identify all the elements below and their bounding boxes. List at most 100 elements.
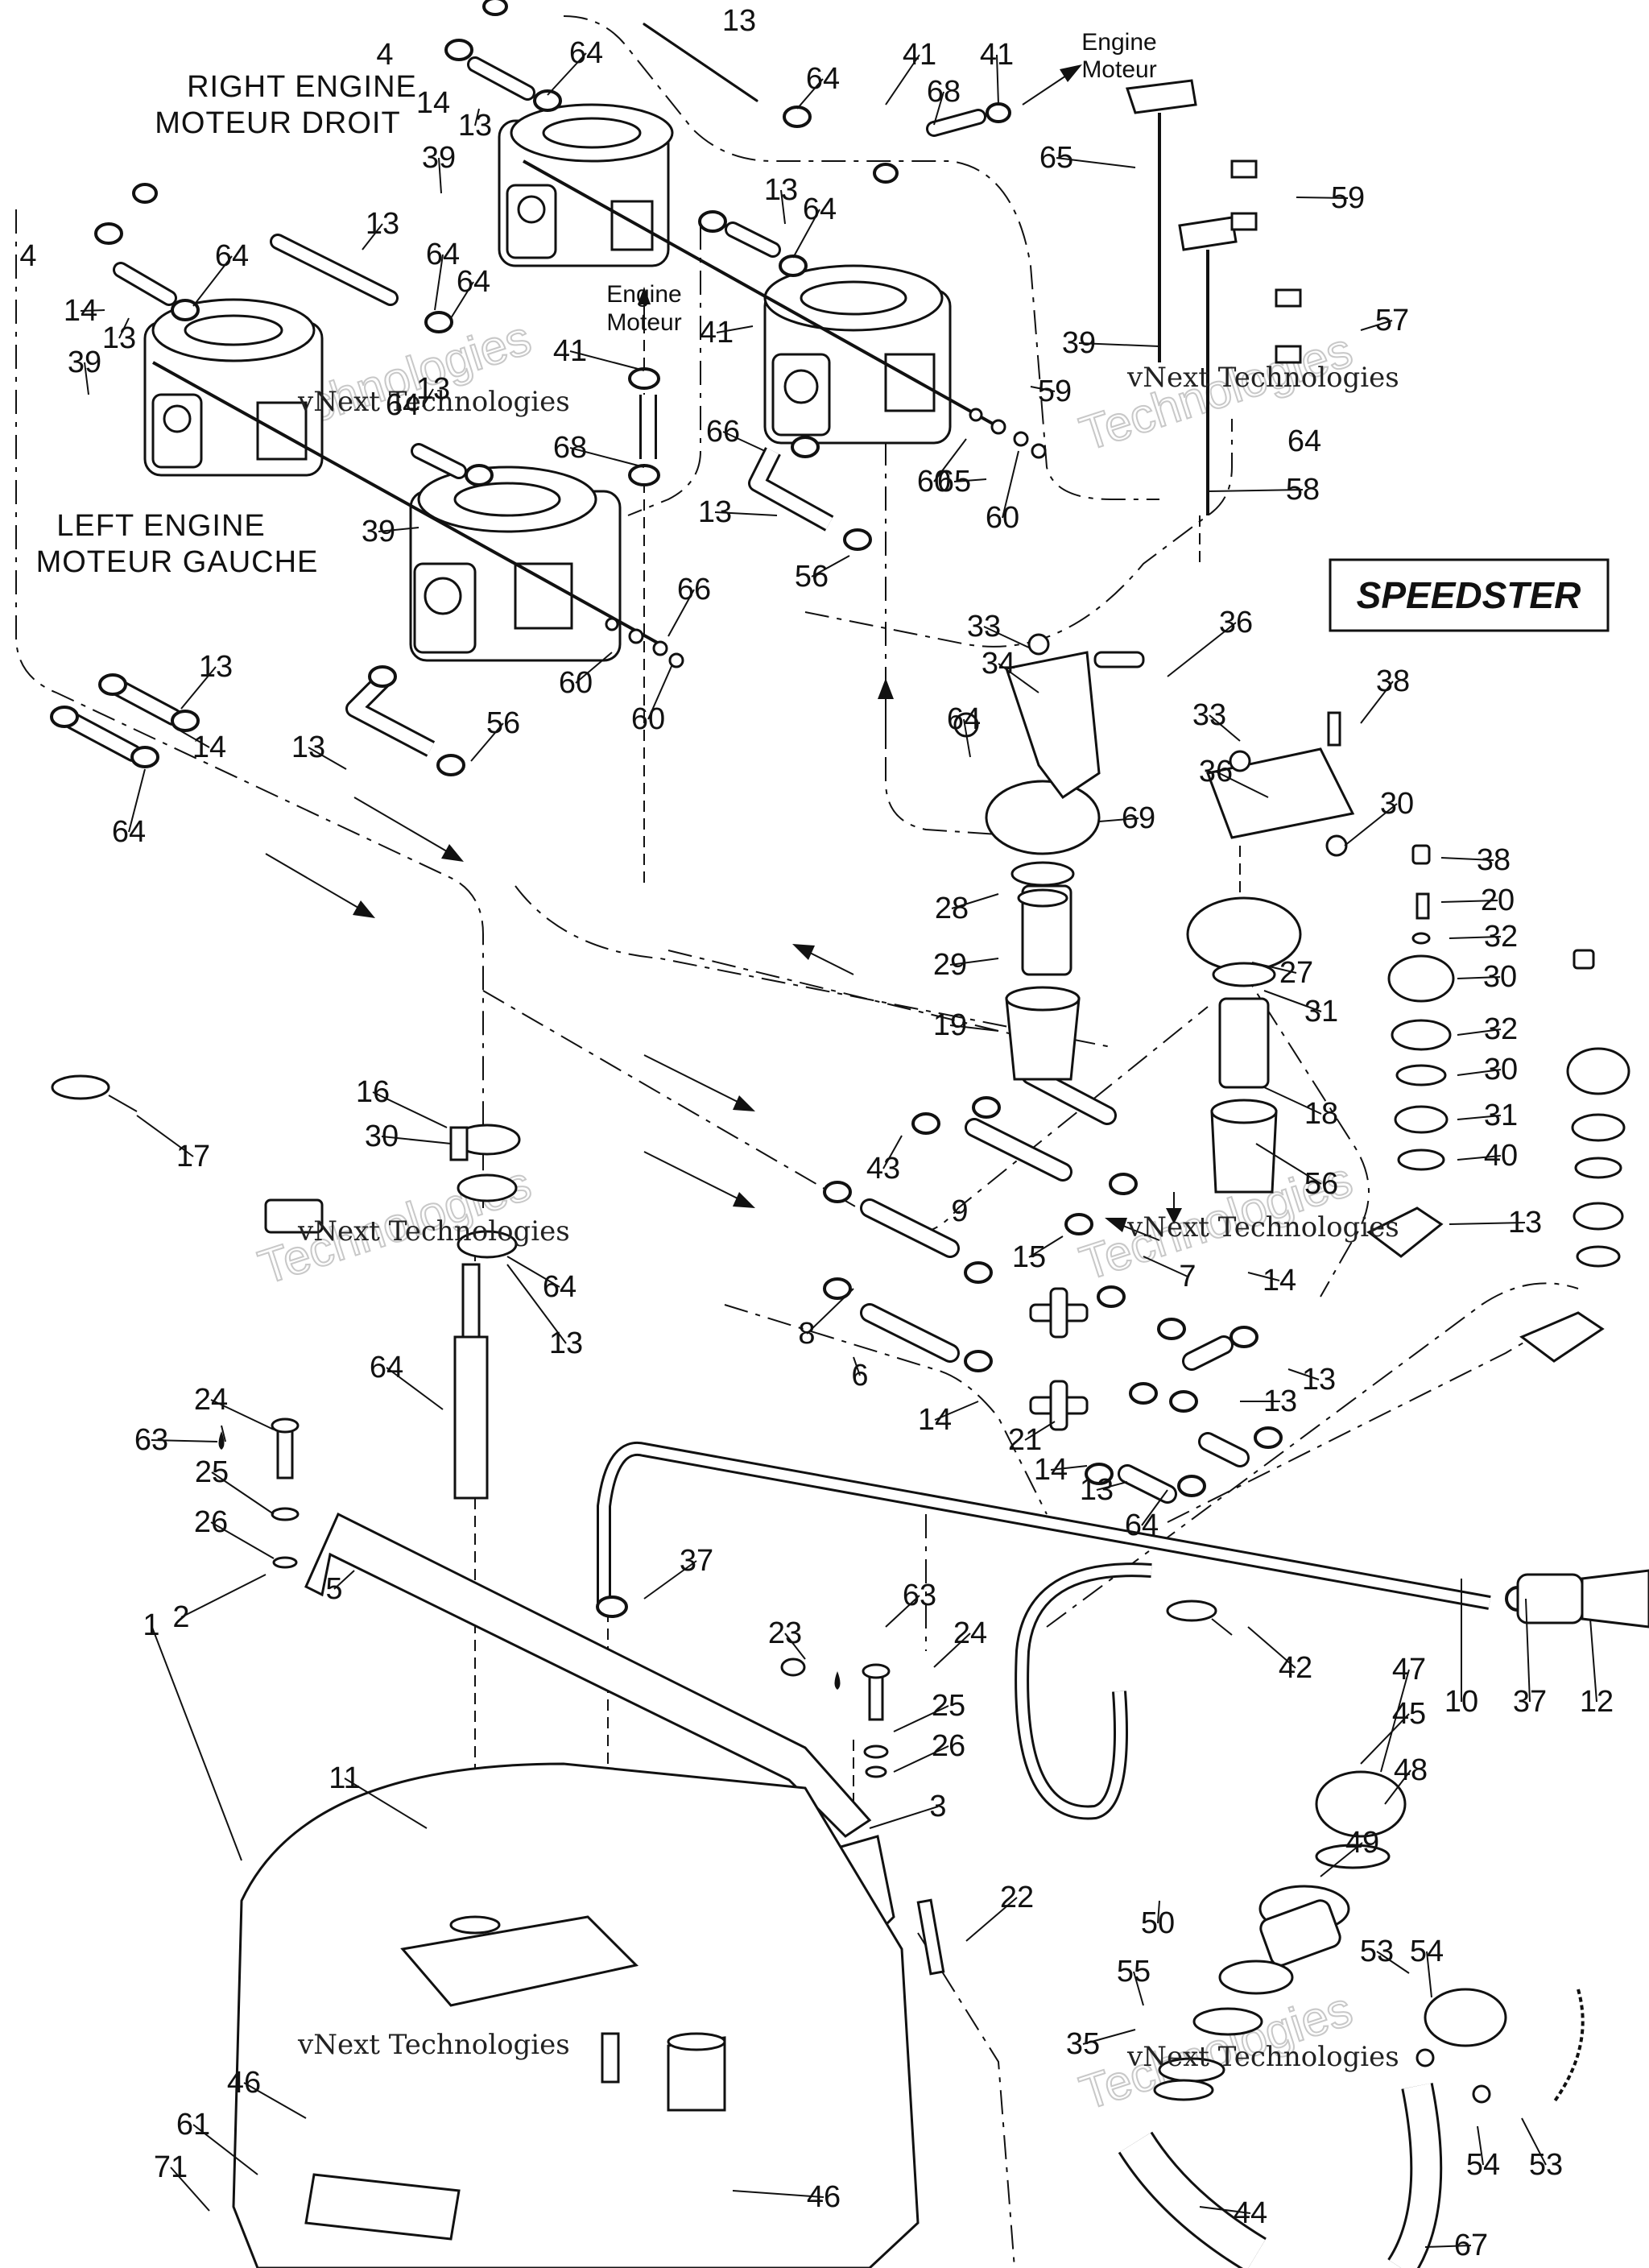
callout-leader xyxy=(1247,1272,1280,1281)
callout-number: 39 xyxy=(422,141,456,175)
right-engine-heading: RIGHT ENGINE xyxy=(187,70,417,104)
callout-number: 41 xyxy=(903,38,936,72)
arrow-icon xyxy=(878,678,894,749)
callout-leader xyxy=(1263,1086,1322,1115)
callout-number: 55 xyxy=(1117,1955,1151,1989)
callout-number: 64 xyxy=(215,239,249,273)
engine-label-mid-fr: Moteur xyxy=(606,309,681,336)
callout-number: 21 xyxy=(1008,1423,1042,1457)
callout-number: 32 xyxy=(1484,920,1518,954)
callout-number: 54 xyxy=(1466,2148,1500,2182)
callout-leader xyxy=(1477,2125,1484,2166)
filler-neck-assembly xyxy=(1118,1569,1649,2268)
callout-leader xyxy=(806,1288,854,1335)
engine-headings: RIGHT ENGINE MOTEUR DROIT LEFT ENGINE MO… xyxy=(36,29,1157,579)
callout-leader xyxy=(1457,1028,1502,1036)
callout-number: 33 xyxy=(1192,698,1226,732)
callout-number: 64 xyxy=(370,1351,403,1384)
watermark-text-5: vNext Technologies xyxy=(297,2029,570,2061)
callout-number: 65 xyxy=(1039,141,1073,175)
callout-number: 69 xyxy=(1122,801,1155,835)
callout-leader xyxy=(151,1624,242,1861)
callout-number: 13 xyxy=(102,321,136,355)
callout-leader xyxy=(1251,962,1297,974)
callout-number: 13 xyxy=(366,207,399,241)
callout-number: 7 xyxy=(1179,1260,1196,1293)
callout-leader xyxy=(1133,1971,1144,2006)
oil-drop-icon xyxy=(218,1431,225,1450)
callout-number: 22 xyxy=(1000,1881,1034,1914)
callout-number: 13 xyxy=(764,173,798,207)
callout-leader xyxy=(869,1806,939,1829)
callout-leader xyxy=(643,1560,697,1600)
callout-number: 41 xyxy=(980,38,1014,72)
callout-leader xyxy=(1457,1115,1502,1120)
callout-leader xyxy=(1424,2245,1472,2248)
callout-number: 53 xyxy=(1360,1935,1394,1968)
callout-number: 13 xyxy=(1302,1363,1336,1397)
callout-number: 41 xyxy=(700,316,734,350)
model-badge-text: SPEEDSTER xyxy=(1357,574,1581,616)
callout-leader xyxy=(714,511,778,516)
callout-number: 10 xyxy=(1444,1685,1478,1719)
callout-number: 64 xyxy=(806,62,840,96)
callout-leader xyxy=(893,1745,949,1773)
callout-leader xyxy=(957,1211,961,1213)
callout-number: 30 xyxy=(1483,960,1517,994)
callout-leader xyxy=(1207,489,1304,492)
callout-leader xyxy=(506,1256,560,1288)
callout-leader xyxy=(128,768,146,833)
callout-number: 66 xyxy=(706,415,740,449)
callout-number: 50 xyxy=(1141,1906,1175,1940)
callout-leader xyxy=(180,666,217,710)
callout-number: 39 xyxy=(362,515,395,548)
callout-leader xyxy=(1143,1256,1188,1277)
callout-number: 44 xyxy=(1234,2196,1267,2230)
callout-number: 13 xyxy=(1263,1384,1297,1418)
callout-number: 46 xyxy=(227,2066,261,2100)
callout-leader xyxy=(1521,2117,1547,2166)
callout-leader xyxy=(1525,1598,1531,1703)
callout-leader xyxy=(378,527,419,532)
callout-number: 38 xyxy=(1376,664,1410,698)
callout-leader xyxy=(1098,817,1139,822)
carburetor-right-engine-rear xyxy=(498,103,674,267)
callout-number: 16 xyxy=(356,1075,390,1109)
callout-leader xyxy=(853,1356,861,1376)
callout-leader xyxy=(951,893,999,909)
callout-number: 27 xyxy=(1279,956,1313,990)
callout-leader xyxy=(1449,1222,1526,1225)
callout-leader xyxy=(1209,714,1241,742)
callout-leader xyxy=(784,1633,806,1660)
carburetor-left-engine-rear xyxy=(143,298,324,477)
callout-number: 57 xyxy=(1375,304,1409,337)
callout-number: 64 xyxy=(457,265,490,299)
callout-number: 63 xyxy=(903,1579,936,1612)
callout-number: 32 xyxy=(1484,1012,1518,1046)
callout-leader xyxy=(1296,197,1349,199)
callout-number: 25 xyxy=(932,1689,965,1723)
hose-clamps xyxy=(50,0,1531,1839)
callout-number: 23 xyxy=(768,1616,802,1650)
callout-number: 40 xyxy=(1484,1139,1518,1173)
callout-leader xyxy=(996,54,999,106)
callout-number: 30 xyxy=(1484,1053,1518,1086)
callout-number: 14 xyxy=(416,86,450,120)
callout-leader xyxy=(1167,622,1237,677)
callout-number: 64 xyxy=(543,1270,577,1304)
callout-leader xyxy=(1056,157,1136,168)
t-fittings xyxy=(1029,1287,1089,1431)
watermark-text-3: vNext Technologies xyxy=(297,1215,570,1248)
callout-number: 25 xyxy=(195,1455,229,1489)
callout-leader xyxy=(211,1471,275,1515)
callout-leader xyxy=(811,555,850,577)
callout-leader xyxy=(210,1521,275,1559)
left-engine-heading-fr: MOTEUR GAUCHE xyxy=(36,545,319,579)
callout-leader xyxy=(885,54,920,106)
callout-number: 61 xyxy=(176,2108,210,2142)
callout-number: 11 xyxy=(329,1761,360,1795)
callout-leader xyxy=(1457,1155,1502,1161)
callout-number: 54 xyxy=(1410,1935,1444,1968)
tank-support-and-tank xyxy=(232,1512,920,2268)
